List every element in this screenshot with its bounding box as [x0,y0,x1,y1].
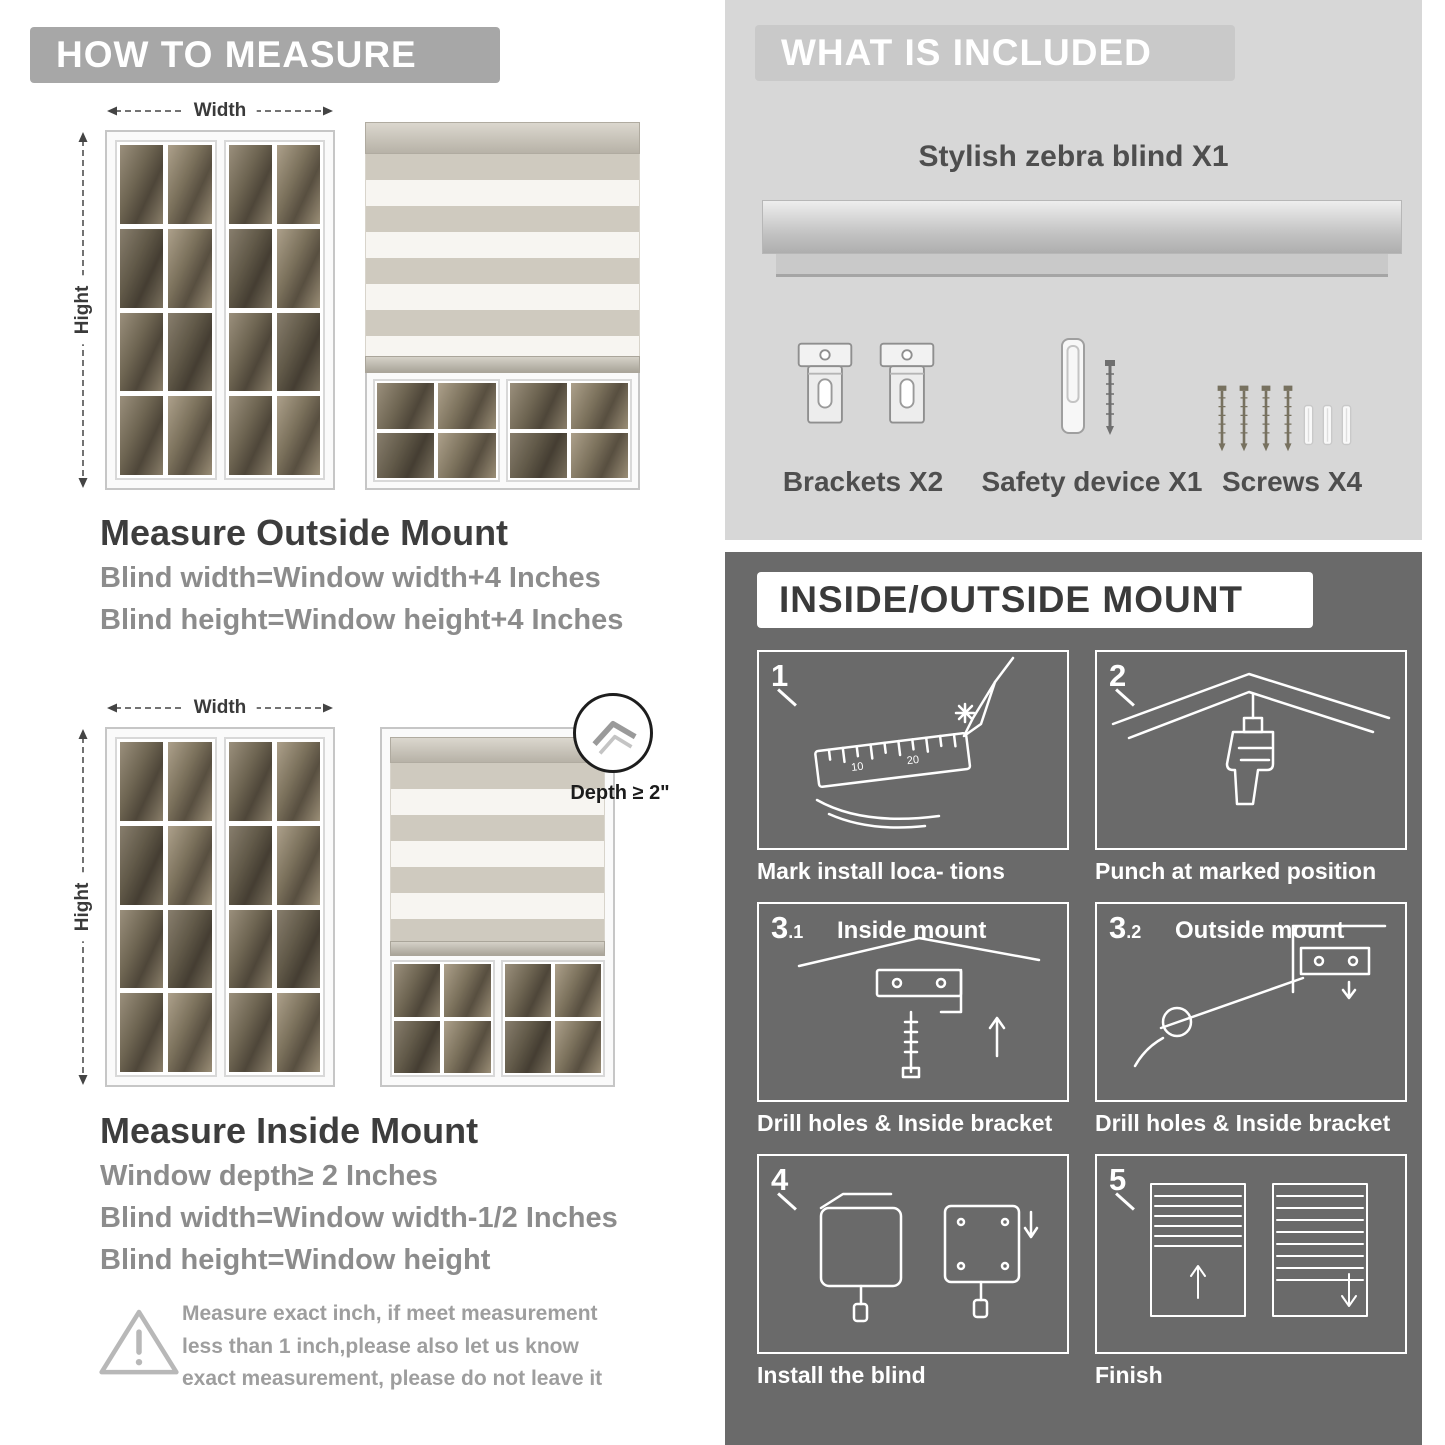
headrail-top-bar [762,200,1402,254]
step-3-2-cell: 3.2 Outside mount [1095,902,1407,1102]
zebra-blind-outside-illustration [365,122,640,490]
height-label: Hight [72,275,94,345]
mark-location-illustration: 10 20 [814,656,1015,829]
brackets-label: Brackets X2 [782,466,944,497]
step-4-caption: Install the blind [757,1362,926,1388]
height-arrow-inside: Hight [72,727,94,1087]
step-3-1-cell: 3.1 Inside mount [757,902,1069,1102]
finish-illustration [1150,1183,1368,1317]
window-sash [505,379,632,482]
outside-mount-label: Outside mount [1175,917,1345,944]
width-label: Width [183,697,257,719]
window-sash [115,140,217,480]
width-arrow-inside: Width [105,697,335,719]
step-2-cell: 2 [1095,650,1407,850]
window-sash [373,379,500,482]
outside-bracket-illustration [1133,924,1387,1068]
measure-outside-title: Measure Outside Mount [100,512,509,553]
width-label: Width [183,100,257,122]
safety-device-label: Safety device X1 [981,466,1203,497]
window-sash [223,140,325,480]
headrail-under-bar [776,254,1388,277]
blind-bottom-rail [390,941,605,956]
screw-icon [1283,385,1293,452]
safety-device-icons [1058,336,1118,436]
screws-label: Screws X4 [1221,466,1363,497]
window-illustration-outside [105,130,335,490]
step-number: 1 [771,658,789,693]
step-3-1-caption: Drill holes & Inside bracket [757,1110,1053,1136]
step-number: 3.1 [771,910,804,945]
wall-anchor-icon [1322,404,1333,446]
install-blind-illustration [819,1192,1039,1323]
anchors-icons [1302,402,1353,448]
depth-callout-label: Depth ≥ 2" [570,782,670,804]
what-is-included-header: WHAT IS INCLUDED [755,25,1235,81]
blind-stripes [365,154,640,356]
screw-icon [1217,385,1227,452]
window-below-blind [390,960,605,1077]
step-number: 4 [771,1162,789,1197]
outside-formula-height: Blind height=Window height+4 Inches [100,604,624,636]
step-number: 2 [1109,658,1127,693]
screw-icon [1239,385,1249,452]
product-name: Stylish zebra blind X1 [918,140,1229,173]
window-illustration-inside [105,727,335,1087]
measure-inside-title: Measure Inside Mount [100,1110,479,1151]
zebra-blind-inside-illustration [380,727,615,1087]
height-label: Hight [72,872,94,942]
step-number: 3.2 [1109,910,1142,945]
blind-bottom-rail [365,356,640,373]
inside-formula-height: Blind height=Window height [100,1244,491,1276]
screw-icon [1105,360,1115,435]
window-sash [390,960,495,1077]
window-sash [500,960,605,1077]
safety-device-icon [1061,338,1085,434]
screws-icons [1215,382,1295,454]
screw-icon [1261,385,1271,452]
wall-anchor-icon [1341,404,1352,446]
step-1-caption: Mark install loca- tions [757,858,1005,884]
mount-header: INSIDE/OUTSIDE MOUNT [757,572,1313,628]
bracket-icon [879,342,935,424]
window-sash [223,737,325,1077]
step-5-cell: 5 [1095,1154,1407,1354]
drill-illustration [1111,672,1391,806]
warning-triangle-icon [99,1309,179,1375]
mount-instructions-panel [725,552,1422,1445]
step-number: 5 [1109,1162,1127,1197]
brackets-icons [792,338,940,432]
svg-text:20: 20 [906,754,920,767]
inside-mount-label: Inside mount [837,917,987,944]
measurement-note: Measure exact inch, if meet measurement … [182,1302,603,1391]
blind-cassette [390,737,605,763]
blind-headrail-illustration [762,200,1402,277]
step-1-cell: 1 10 20 [757,650,1069,850]
window-sash [115,737,217,1077]
width-arrow-outside: Width [105,100,335,122]
window-corner-icon [592,720,637,755]
wall-anchor-icon [1303,404,1314,446]
bracket-icon [797,342,853,424]
outside-formula-width: Blind width=Window width+4 Inches [100,562,601,594]
inside-formula-depth: Window depth≥ 2 Inches [100,1160,438,1192]
inside-formula-width: Blind width=Window width-1/2 Inches [100,1202,618,1234]
step-5-caption: Finish [1095,1362,1163,1388]
window-below-blind [365,373,640,490]
how-to-measure-header: HOW TO MEASURE [30,27,500,83]
step-4-cell: 4 [757,1154,1069,1354]
blind-cassette [365,122,640,154]
height-arrow-outside: Hight [72,130,94,490]
inside-bracket-illustration [797,936,1041,1079]
step-2-caption: Punch at marked position [1095,858,1377,884]
blind-stripes [390,763,605,941]
step-3-2-caption: Drill holes & Inside bracket [1095,1110,1391,1136]
depth-callout-circle [573,693,653,773]
svg-text:10: 10 [851,761,865,774]
